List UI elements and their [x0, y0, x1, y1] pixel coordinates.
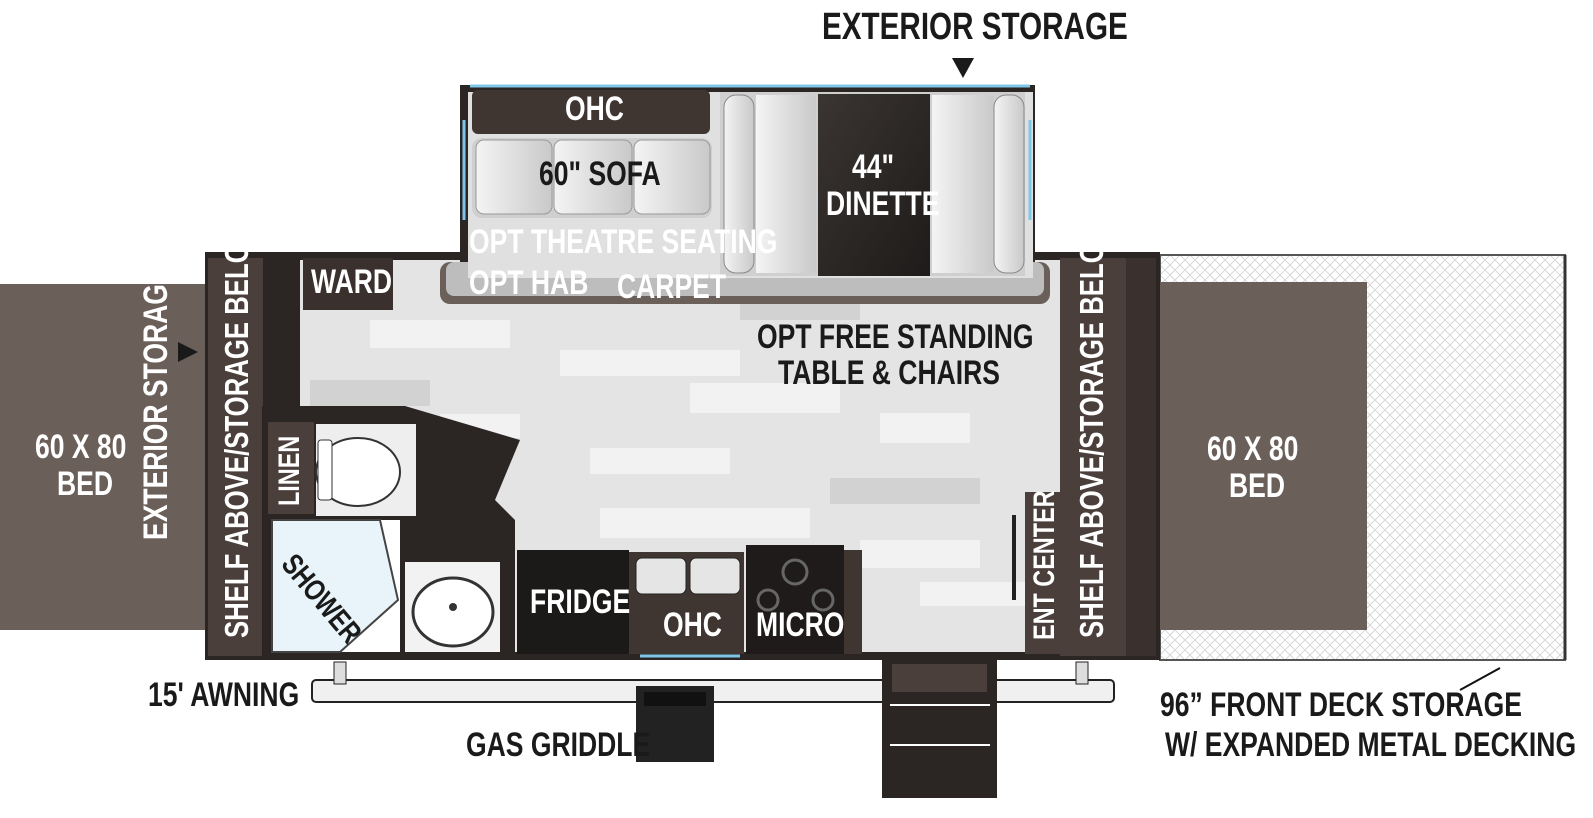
- linen-label: LINEN: [273, 435, 306, 506]
- carpet-label: CARPET: [617, 268, 727, 306]
- bed-right: [1155, 282, 1367, 630]
- bed-right-label-line2: BED: [1229, 467, 1286, 505]
- exterior-storage-top-label: EXTERIOR STORAGE: [822, 6, 1128, 48]
- micro-label: MICRO: [756, 606, 845, 644]
- ent-center: [1025, 492, 1060, 654]
- bed-left-label-line2: BED: [57, 465, 114, 503]
- bed-left-label-line1: 60 X 80: [35, 428, 127, 466]
- bathroom: [262, 406, 520, 656]
- sofa: [472, 138, 712, 218]
- shelf-right: [1060, 258, 1126, 656]
- ohc-top-label: OHC: [565, 90, 624, 128]
- free-standing-label-line1: OPT FREE STANDING: [757, 318, 1034, 356]
- deck-label-line2: W/ EXPANDED METAL DECKING: [1165, 726, 1577, 764]
- bed-left: [0, 284, 212, 630]
- arrow-down-icon: [952, 58, 974, 78]
- dinette-label-line2: DINETTE: [826, 185, 940, 223]
- ent-center-label: ENT CENTER: [1028, 490, 1061, 640]
- free-standing-label-line2: TABLE & CHAIRS: [778, 354, 1000, 392]
- shelf-right-label: SHELF ABOVE/STORAGE BELOW: [1073, 218, 1110, 639]
- dinette: [720, 92, 1025, 276]
- gas-griddle-label: GAS GRIDDLE: [466, 726, 651, 764]
- bed-right-label-line1: 60 X 80: [1207, 430, 1299, 468]
- kitchen: [517, 545, 862, 658]
- opt-hab-label: OPT HAB: [469, 264, 589, 302]
- entry-steps: [882, 658, 997, 798]
- awning-label: 15' AWNING: [148, 676, 300, 714]
- opt-theatre-label: OPT THEATRE SEATING: [469, 223, 778, 261]
- ward-label: WARD: [311, 263, 393, 301]
- shelf-left-label: SHELF ABOVE/STORAGE BELOW: [218, 218, 255, 639]
- dinette-label-line1: 44": [852, 148, 895, 186]
- exterior-storage-left-label: EXTERIOR STORAGE: [137, 266, 175, 540]
- ohc-kitchen-label: OHC: [663, 606, 722, 644]
- arrow-right-icon: [178, 342, 198, 362]
- sofa-label: 60" SOFA: [539, 155, 661, 193]
- deck-label-line1: 96” FRONT DECK STORAGE: [1160, 686, 1523, 724]
- wardrobe: [303, 258, 393, 310]
- shelf-left: [208, 258, 263, 656]
- fridge-label: FRIDGE: [530, 583, 631, 621]
- ohc-top: [472, 90, 710, 134]
